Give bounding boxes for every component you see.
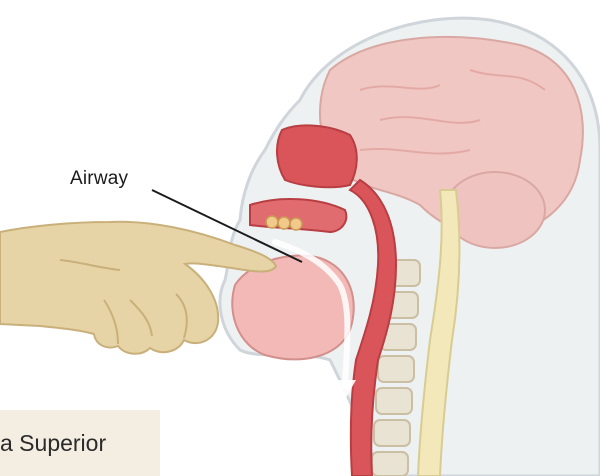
teeth bbox=[266, 216, 302, 230]
airway-label: Airway bbox=[70, 168, 128, 190]
caption-box: a Superior bbox=[0, 410, 160, 476]
nasal-cavity bbox=[277, 125, 357, 187]
caption-text: a Superior bbox=[0, 430, 106, 457]
